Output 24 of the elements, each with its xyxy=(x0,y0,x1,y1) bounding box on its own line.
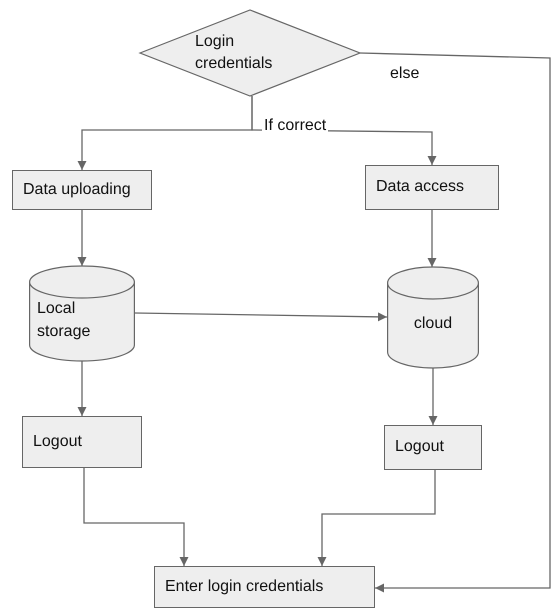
arrow xyxy=(428,368,438,425)
arrow xyxy=(83,468,188,566)
box-label: Data access xyxy=(376,177,464,198)
arrow xyxy=(78,361,86,416)
process-box xyxy=(22,416,142,468)
box-label: Logout xyxy=(395,437,444,458)
diamond-label: Login credentials xyxy=(195,32,274,74)
database-cylinder xyxy=(387,267,479,368)
box-label: Enter login credentials xyxy=(165,576,324,597)
database-cylinder xyxy=(29,266,135,361)
box-label: Data uploading xyxy=(23,180,131,200)
arrow xyxy=(428,210,436,267)
cylinder-label: Local storage xyxy=(37,299,92,342)
arrow xyxy=(318,470,436,566)
process-box xyxy=(365,165,499,210)
process-box xyxy=(154,566,375,608)
decision-diamond xyxy=(140,10,360,96)
box-label: Logout xyxy=(33,432,82,452)
process-box xyxy=(12,170,152,210)
arrow xyxy=(78,210,86,266)
arrow xyxy=(360,52,551,592)
cylinder-label: cloud xyxy=(414,314,452,334)
process-box xyxy=(384,425,482,470)
arrow xyxy=(135,312,387,322)
